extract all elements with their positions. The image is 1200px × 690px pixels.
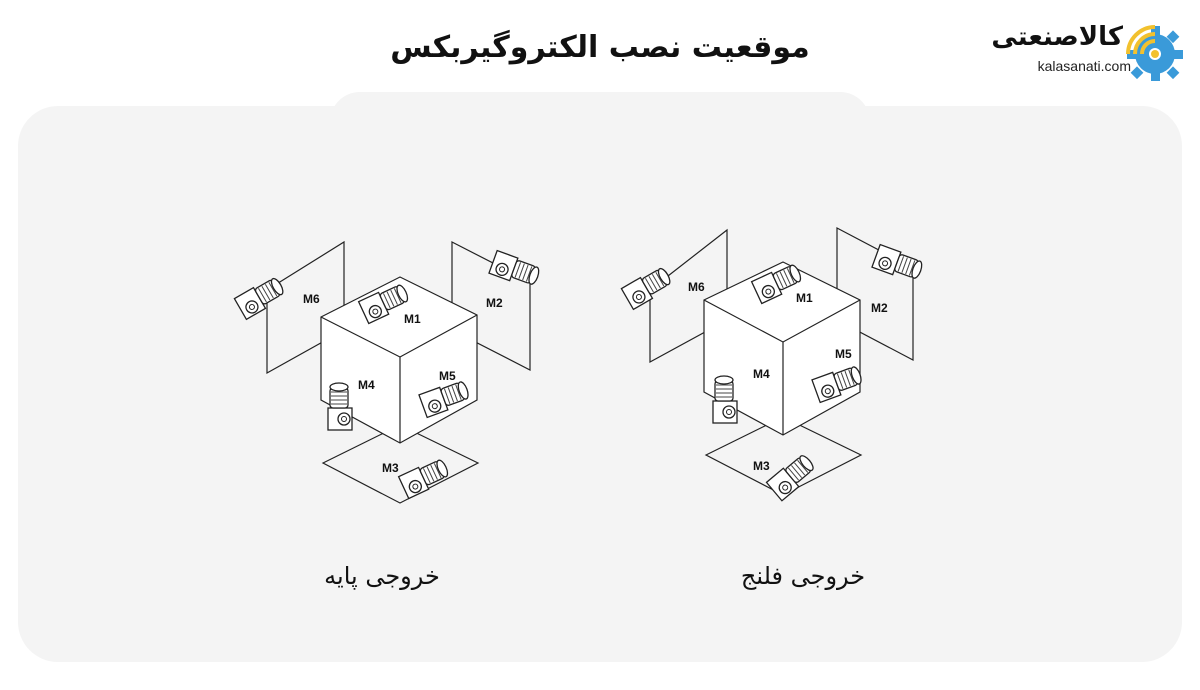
logo-domain: kalasanati.com [1037,58,1131,74]
label-m3: M3 [753,459,770,473]
diagram-flange-mounted: M1 M2 M3 M4 M5 M6 [620,227,926,502]
label-m3: M3 [382,461,399,475]
label-m1: M1 [796,291,813,305]
label-m6: M6 [303,292,320,306]
label-m4: M4 [358,378,375,392]
motor-m3 [397,456,453,500]
motor-m6 [620,264,675,311]
label-m2: M2 [486,296,503,310]
label-m6: M6 [688,280,705,294]
motor-m3 [765,451,819,502]
label-m5: M5 [439,369,456,383]
page-title: موقعیت نصب الکتروگیربکس [390,30,810,65]
diagram-foot-mounted: M1 M2 M3 M4 M5 M6 [233,240,543,504]
label-m1: M1 [404,312,421,326]
label-m2: M2 [871,301,888,315]
label-m4: M4 [753,367,770,381]
gear-signal-icon [1126,25,1183,81]
label-m5: M5 [835,347,852,361]
plane-m3 [321,424,480,504]
motor-m6 [233,274,288,321]
logo-name: کالاصنعتی [991,22,1123,52]
content-panel [18,106,1182,662]
logo: کالاصنعتی kalasanati.com [991,20,1185,84]
motor-m2 [871,243,926,284]
caption-flange-output: خروجی فلنج [740,562,866,590]
caption-foot-output: خروجی پایه [324,562,440,590]
motor-m2 [488,249,543,290]
plane-m3 [704,416,863,496]
